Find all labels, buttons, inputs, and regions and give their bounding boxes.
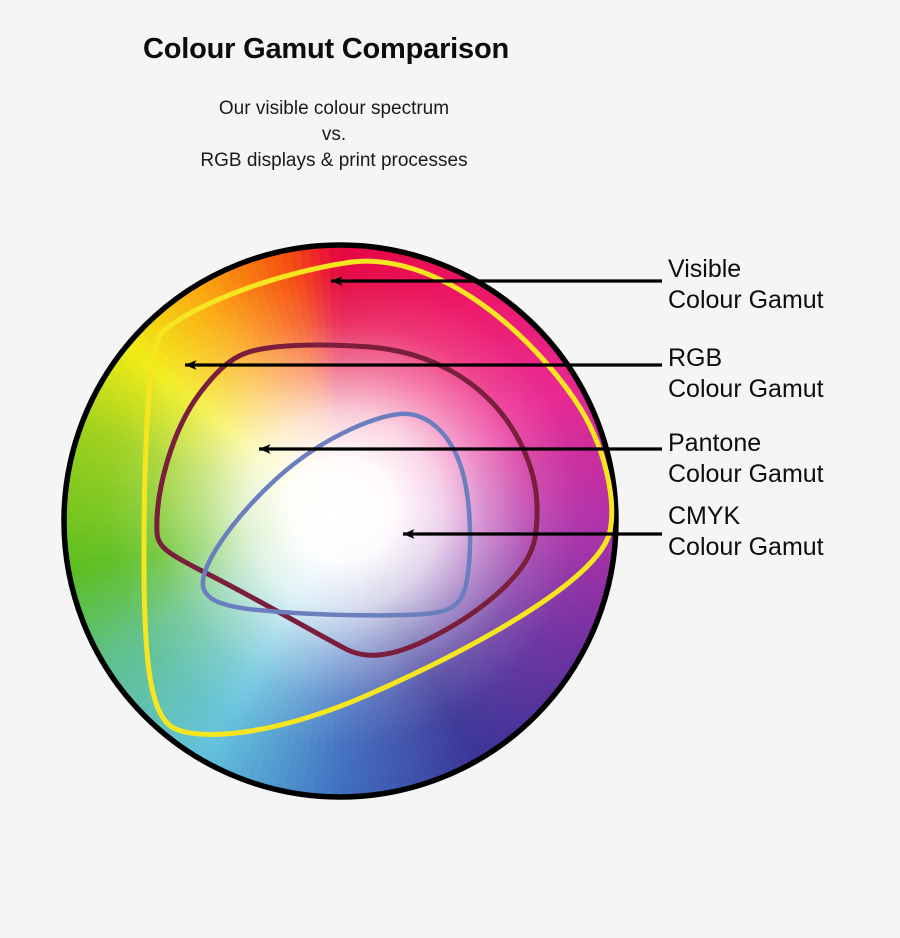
legend-label-rgb: RGB Colour Gamut (668, 343, 824, 405)
subtitle-line-2: vs. (321, 124, 347, 145)
legend-pantone-line-2: Colour Gamut (668, 460, 824, 488)
page-title: Colour Gamut Comparison (143, 33, 509, 65)
legend-rgb-line-1: RGB (668, 344, 723, 372)
page-subtitle: Our visible colour spectrum vs. RGB disp… (134, 96, 534, 174)
legend-visible-line-1: Visible (668, 255, 742, 283)
legend-label-pantone: Pantone Colour Gamut (668, 428, 824, 490)
legend-cmyk-line-2: Colour Gamut (668, 533, 824, 561)
subtitle-line-3: RGB displays & print processes (200, 150, 468, 171)
pantone-gamut-outline (200, 411, 473, 618)
legend-label-cmyk: CMYK Colour Gamut (668, 501, 824, 563)
subtitle-line-1: Our visible colour spectrum (218, 98, 450, 119)
visible-gamut-disc (61, 242, 619, 800)
legend-visible-line-2: Colour Gamut (668, 286, 824, 314)
legend-rgb-line-2: Colour Gamut (668, 375, 824, 403)
leader-lines (185, 276, 662, 539)
legend-label-visible: Visible Colour Gamut (668, 254, 824, 316)
rgb-gamut-outline (154, 342, 540, 658)
cmyk-gamut-outline (141, 258, 615, 737)
legend-cmyk-line-1: CMYK (668, 502, 741, 530)
white-centre-highlight (64, 245, 616, 797)
legend-pantone-line-1: Pantone (668, 429, 762, 457)
visible-gamut-outline (61, 242, 619, 800)
